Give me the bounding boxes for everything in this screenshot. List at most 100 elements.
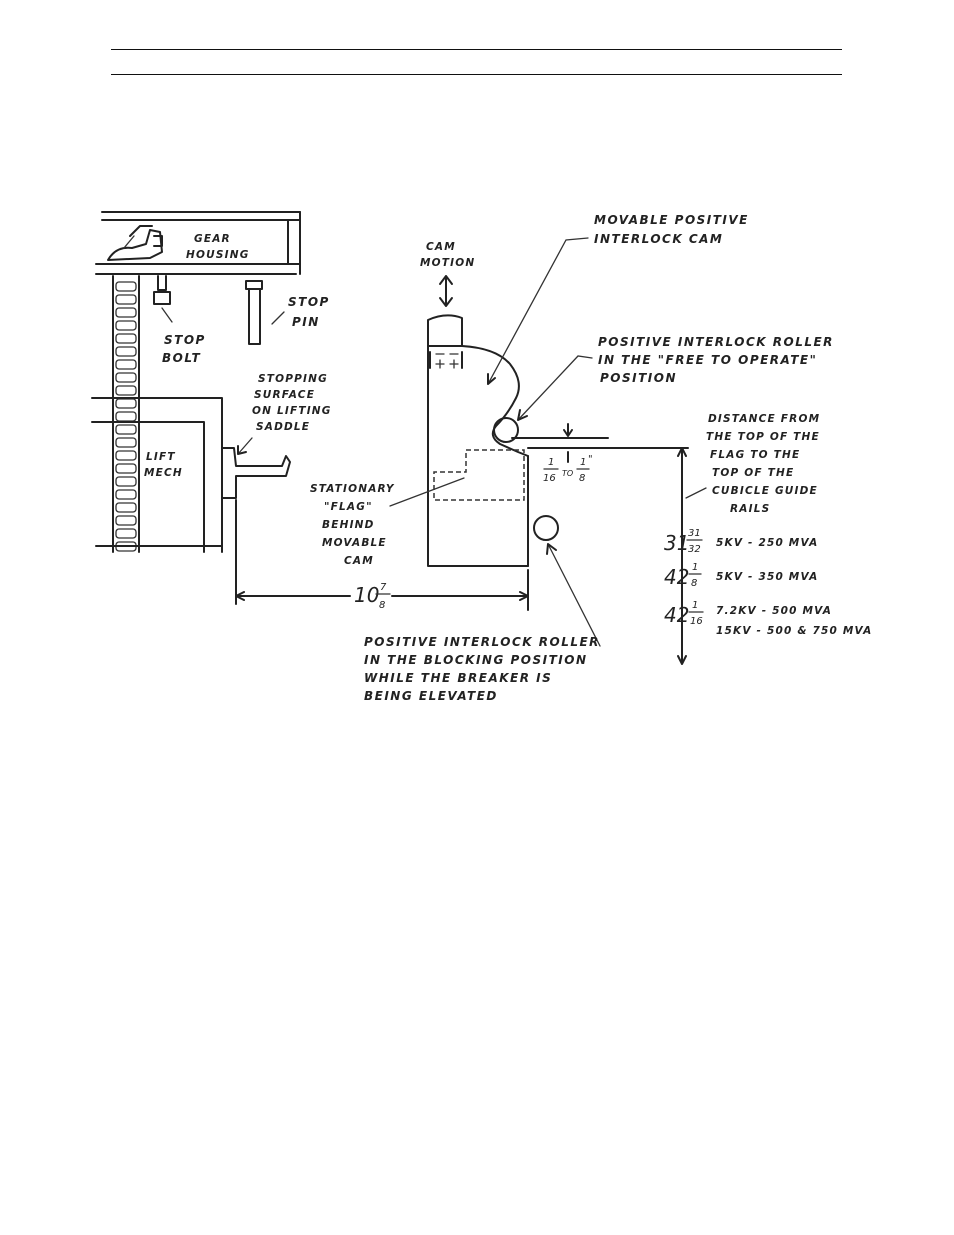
- svg-text:THE TOP OF THE: THE TOP OF THE: [706, 431, 820, 443]
- chain-link: [115, 333, 137, 344]
- movable-cam-arrowhead: [487, 373, 496, 385]
- header-rule-bottom: [111, 74, 842, 75]
- svg-text:BEING ELEVATED: BEING ELEVATED: [364, 689, 498, 703]
- chain-link: [115, 294, 137, 305]
- movable-cam: [427, 314, 529, 567]
- svg-text:42: 42: [664, 565, 689, 589]
- svg-text:8: 8: [691, 578, 697, 589]
- roller-blocking-arrowhead: [546, 543, 557, 555]
- svg-text:8: 8: [579, 473, 585, 484]
- roller-blocking-position: [533, 515, 559, 541]
- svg-text:16: 16: [543, 473, 556, 484]
- svg-text:10: 10: [354, 583, 379, 607]
- roller-free-label: POSITIVE INTERLOCK ROLLER IN THE "FREE T…: [598, 335, 834, 385]
- chain-link: [115, 502, 137, 513]
- svg-text:CUBICLE GUIDE: CUBICLE GUIDE: [712, 485, 818, 497]
- svg-text:PIN: PIN: [292, 315, 320, 329]
- distance-leader: [685, 487, 707, 499]
- svg-text:STOP: STOP: [288, 295, 330, 309]
- lift-mech-label: LIFT MECH: [144, 451, 182, 479]
- svg-text:POSITIVE INTERLOCK ROLLER: POSITIVE INTERLOCK ROLLER: [598, 335, 834, 349]
- chain-link: [115, 281, 137, 292]
- lift-mechanism: [91, 397, 291, 553]
- svg-text:RAILS: RAILS: [730, 503, 770, 515]
- svg-text:INTERLOCK CAM: INTERLOCK CAM: [594, 232, 723, 246]
- svg-text:BEHIND: BEHIND: [322, 519, 375, 531]
- svg-text:POSITIVE INTERLOCK ROLLER: POSITIVE INTERLOCK ROLLER: [364, 635, 600, 649]
- svg-text:16: 16: [690, 616, 703, 627]
- svg-text:CAM: CAM: [426, 241, 456, 253]
- svg-text:POSITION: POSITION: [600, 371, 677, 385]
- flag-label: STATIONARY "FLAG" BEHIND MOVABLE CAM: [310, 483, 395, 567]
- svg-text:DISTANCE FROM: DISTANCE FROM: [708, 413, 820, 425]
- chain-link: [115, 307, 137, 318]
- svg-text:31: 31: [664, 531, 689, 555]
- roller-free-leader: [517, 355, 593, 421]
- stopping-surface-arrowhead: [237, 445, 247, 455]
- vertical-dimension-line: [677, 447, 687, 665]
- chain-link: [115, 320, 137, 331]
- svg-text:1: 1: [692, 600, 698, 611]
- chain-link: [115, 476, 137, 487]
- cam-motion-arrow: [439, 275, 453, 307]
- svg-text:7.2KV - 500 MVA: 7.2KV - 500 MVA: [716, 605, 832, 617]
- svg-text:CAM: CAM: [344, 555, 374, 567]
- stop-bolt-leader: [161, 307, 173, 323]
- flag-leader: [389, 477, 465, 507]
- chain-link: [115, 528, 137, 539]
- svg-text:FLAG TO THE: FLAG TO THE: [710, 449, 800, 461]
- gap-dimension: 1 16 TO 1 8 ": [543, 454, 593, 484]
- stop-bolt-label: STOP BOLT: [162, 333, 204, 365]
- svg-text:5KV - 350 MVA: 5KV - 350 MVA: [716, 571, 818, 583]
- svg-text:5KV - 250 MVA: 5KV - 250 MVA: [716, 537, 818, 549]
- roller-blocking-leader: [547, 543, 601, 647]
- chain-link: [115, 398, 137, 409]
- svg-text:IN THE BLOCKING POSITION: IN THE BLOCKING POSITION: [364, 653, 588, 667]
- stop-pin: [245, 280, 263, 345]
- svg-text:": ": [588, 454, 593, 465]
- header-rule-top: [111, 49, 842, 50]
- chain-link: [115, 411, 137, 422]
- svg-text:7: 7: [380, 582, 387, 593]
- chain-link: [115, 450, 137, 461]
- svg-text:IN THE "FREE TO OPERATE": IN THE "FREE TO OPERATE": [598, 353, 817, 367]
- movable-cam-label: MOVABLE POSITIVE INTERLOCK CAM: [594, 213, 747, 246]
- rating-row-2: 42 1 8 5KV - 350 MVA: [664, 562, 818, 589]
- rating-row-1: 31 31 32 5KV - 250 MVA: [664, 528, 818, 555]
- chain-link: [115, 346, 137, 357]
- chain-link: [115, 372, 137, 383]
- stopping-surface-leader: [237, 437, 253, 455]
- cam-motion-label: CAM MOTION: [420, 241, 475, 269]
- horizontal-dimension-line: [235, 591, 529, 601]
- stationary-flag: [433, 449, 525, 501]
- stop-pin-label: STOP PIN: [288, 295, 330, 329]
- svg-text:HOUSING: HOUSING: [186, 249, 250, 261]
- svg-text:31: 31: [688, 528, 701, 539]
- svg-text:GEAR: GEAR: [194, 233, 231, 245]
- svg-text:MOVABLE: MOVABLE: [322, 537, 387, 549]
- svg-text:MOTION: MOTION: [420, 257, 475, 269]
- gap-arrows: [563, 423, 573, 463]
- svg-text:BOLT: BOLT: [162, 351, 201, 365]
- lift-chain: [112, 275, 140, 553]
- svg-text:8: 8: [379, 600, 385, 611]
- chain-link: [115, 463, 137, 474]
- svg-text:1: 1: [580, 457, 586, 468]
- rating-row-3: 42 1 16 7.2KV - 500 MVA 15KV - 500 & 750…: [664, 600, 871, 637]
- svg-text:32: 32: [688, 544, 701, 555]
- horizontal-dimension: 10 7 8: [354, 582, 391, 611]
- roller-blocking-label: POSITIVE INTERLOCK ROLLER IN THE BLOCKIN…: [364, 635, 600, 703]
- chain-link: [115, 515, 137, 526]
- gear-housing-assembly: [95, 211, 301, 275]
- roller-free-position: [493, 417, 519, 443]
- svg-text:1: 1: [692, 562, 698, 573]
- svg-text:STATIONARY: STATIONARY: [310, 483, 395, 495]
- chain-link: [115, 424, 137, 435]
- svg-text:ON LIFTING: ON LIFTING: [252, 405, 332, 417]
- svg-text:LIFT: LIFT: [146, 451, 176, 463]
- chain-link: [115, 385, 137, 396]
- chain-link: [115, 437, 137, 448]
- svg-text:1: 1: [548, 457, 554, 468]
- svg-text:WHILE THE BREAKER IS: WHILE THE BREAKER IS: [364, 671, 552, 685]
